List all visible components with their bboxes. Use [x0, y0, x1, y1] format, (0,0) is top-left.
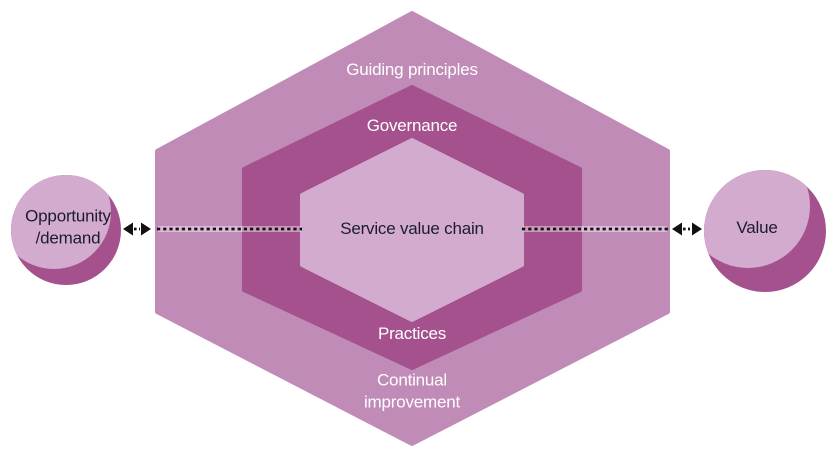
left-double-arrow-icon [123, 222, 151, 236]
right-double-arrow-icon [672, 222, 702, 236]
opportunity-demand-circle [11, 175, 121, 285]
inner-hexagon [300, 138, 524, 322]
value-circle [704, 170, 826, 292]
